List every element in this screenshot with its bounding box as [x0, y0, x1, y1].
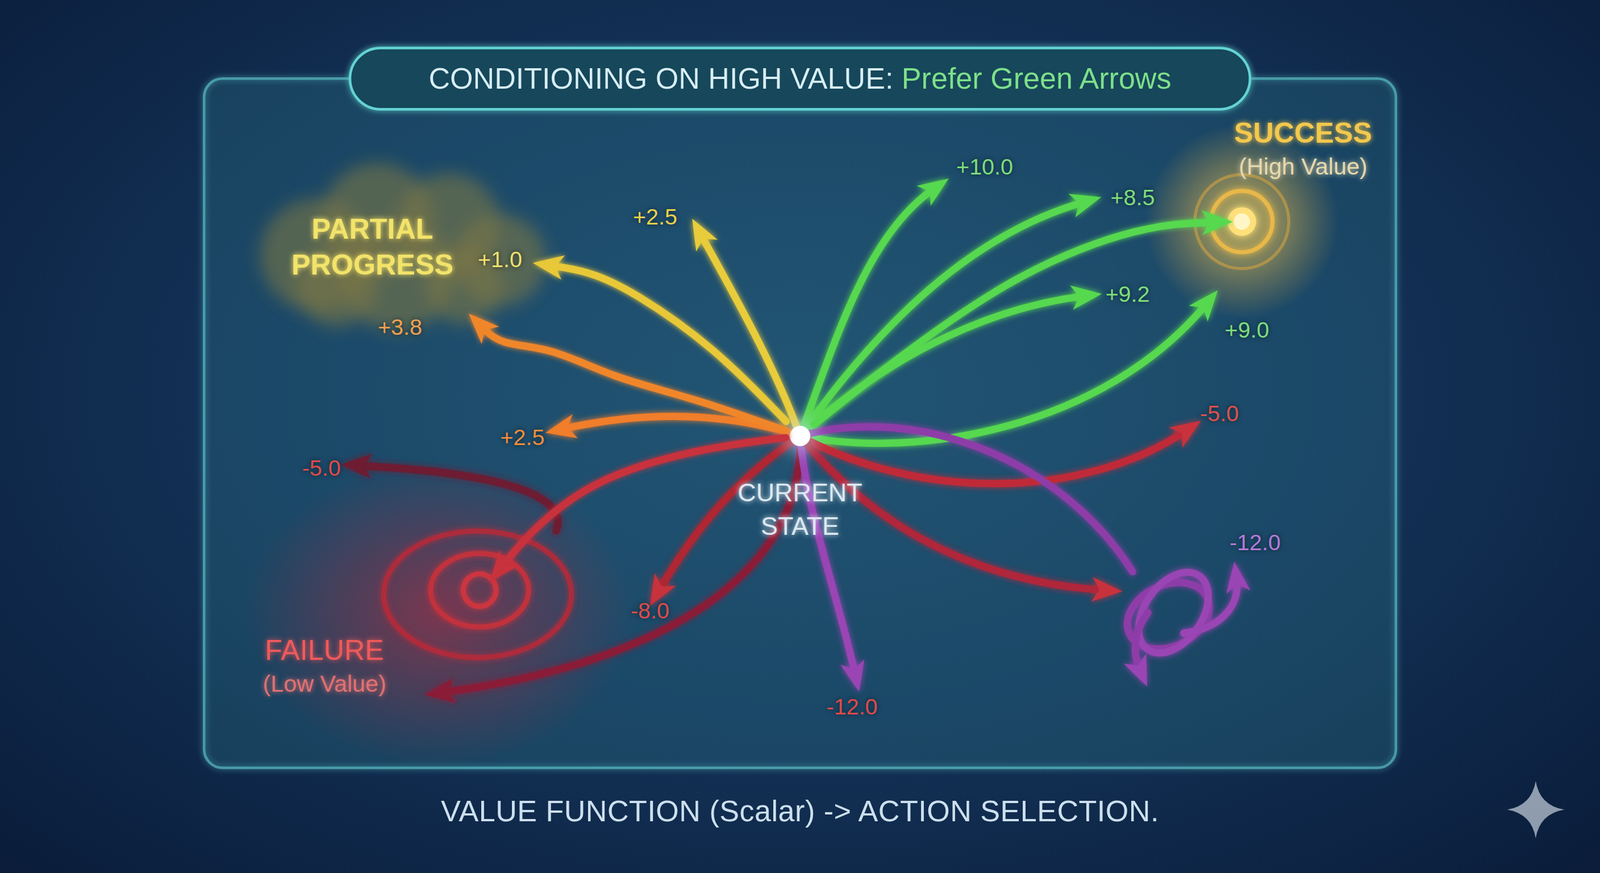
arrow-group: [359, 188, 1237, 693]
cloud-body: [260, 163, 547, 332]
value-arrow: [800, 202, 1084, 436]
success-ring: [1194, 174, 1289, 269]
value-arrow: [800, 435, 1104, 590]
failure-target: FAILURE(Low Value): [457, 567, 509, 615]
value-arrow: [1135, 612, 1149, 670]
value-label: +10.0: [956, 153, 1014, 179]
panel-frame: [203, 78, 1397, 768]
value-label: -8.0: [630, 597, 670, 623]
failure-glow: [244, 459, 633, 766]
value-connector: [551, 265, 787, 422]
state-dot-core: [789, 425, 811, 447]
value-arrow: [701, 234, 800, 436]
caption: VALUE FUNCTION (Scalar) -> ACTION SELECT…: [0, 792, 1600, 830]
failure-spiral: [463, 573, 496, 607]
tangle-loop: [1124, 559, 1223, 666]
value-arrow: [442, 435, 800, 693]
title-pill: [350, 47, 1250, 110]
state-dot-glow: [782, 418, 818, 453]
value-label: +2.5: [632, 203, 678, 229]
success-core: [1233, 213, 1250, 230]
region-sublabel: (Low Value): [222, 669, 427, 698]
value-arrow: [359, 465, 558, 531]
value-label: +9.0: [1225, 317, 1270, 343]
value-label: +9.2: [1105, 281, 1150, 307]
value-label: -12.0: [826, 693, 878, 719]
state-dot-shape: [785, 421, 815, 450]
value-label: +1.0: [477, 246, 523, 273]
success-core: [1227, 207, 1256, 236]
connector-group: [481, 222, 1215, 568]
value-connector: [481, 326, 786, 431]
value-label: -12.0: [1229, 528, 1281, 555]
region-sublabel: (High Value): [1201, 152, 1406, 181]
region-label: PARTIAL PROGRESS: [260, 211, 485, 283]
failure-spiral: [430, 553, 529, 627]
value-label: +3.8: [377, 313, 423, 340]
value-label: -5.0: [302, 454, 341, 481]
success-target: SUCCESS(High Value): [1214, 193, 1270, 249]
failure-spiral: [383, 530, 572, 658]
value-label: +8.5: [1110, 184, 1155, 210]
progress-cloud: PARTIAL PROGRESS: [244, 157, 552, 327]
region-label: SUCCESS: [1201, 115, 1406, 150]
value-arrow: [800, 188, 934, 436]
value-label: +2.5: [500, 423, 545, 450]
title: CONDITIONING ON HIGH VALUE: Prefer Green…: [428, 60, 1172, 98]
value-arrow: [1183, 579, 1237, 633]
value-arrow: [800, 430, 1186, 484]
value-label: -5.0: [1200, 400, 1239, 427]
value-arrow: [563, 416, 800, 437]
title-wrap: CONDITIONING ON HIGH VALUE: Prefer Green…: [0, 60, 1600, 98]
value-arrow: [800, 303, 1207, 444]
value-connector: [814, 222, 1215, 424]
success-ring: [1211, 190, 1273, 253]
region-label: FAILURE: [222, 632, 427, 668]
value-connector: [501, 437, 786, 568]
state-label: CURRENT STATE: [723, 475, 877, 544]
state-dot: CURRENT STATE: [785, 421, 815, 450]
watermark-star: [1507, 780, 1565, 839]
